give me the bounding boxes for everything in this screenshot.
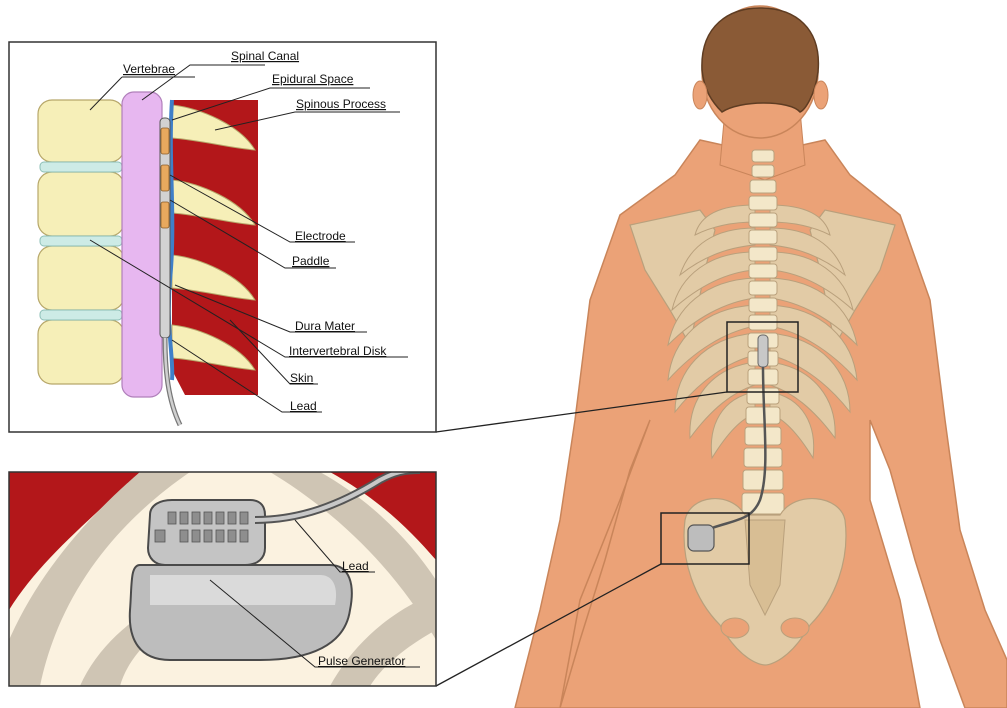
- label-spinous-process: Spinous Process: [296, 97, 386, 111]
- label-intervertebral-disk: Intervertebral Disk: [289, 344, 387, 358]
- spinal-canal: [122, 92, 162, 397]
- label-epidural-space: Epidural Space: [272, 72, 354, 86]
- generator-inset: Lead Pulse Generator: [9, 470, 436, 686]
- electrodes: [161, 128, 169, 228]
- label-lead-lower: Lead: [342, 559, 369, 573]
- right-obturator: [781, 618, 809, 638]
- hair: [702, 8, 818, 112]
- label-skin: Skin: [290, 371, 313, 385]
- pulse-generator-highlight: [150, 575, 336, 605]
- left-ear: [693, 81, 707, 109]
- label-vertebrae: Vertebrae: [123, 62, 175, 76]
- label-dura-mater: Dura Mater: [295, 319, 355, 333]
- label-spinal-canal: Spinal Canal: [231, 49, 299, 63]
- label-pulse-generator: Pulse Generator: [318, 654, 405, 668]
- spine-inset: Vertebrae Spinal Canal Epidural Space Sp…: [9, 42, 436, 432]
- label-lead-upper: Lead: [290, 399, 317, 413]
- implanted-pulse-generator: [688, 525, 714, 551]
- label-paddle: Paddle: [292, 254, 330, 268]
- implanted-paddle: [758, 335, 768, 367]
- right-ear: [814, 81, 828, 109]
- left-obturator: [721, 618, 749, 638]
- label-electrode: Electrode: [295, 229, 346, 243]
